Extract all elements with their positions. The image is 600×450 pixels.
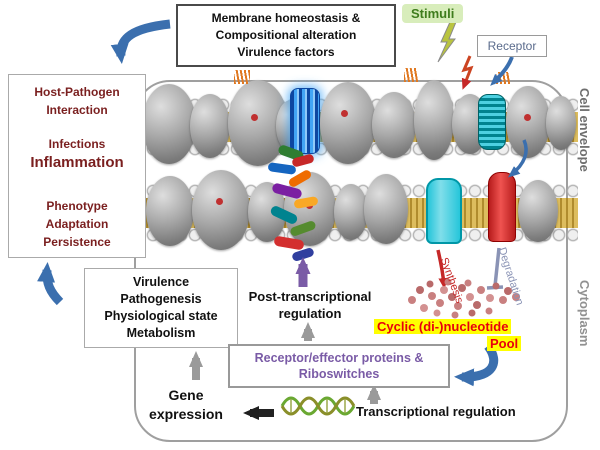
receptor-label: Receptor xyxy=(477,35,547,57)
membrane-protein xyxy=(142,84,196,164)
box-line: Pathogenesis xyxy=(120,292,202,306)
red-degradase-protein xyxy=(488,172,516,242)
membrane-protein xyxy=(190,94,230,158)
stimuli-label: Stimuli xyxy=(402,4,464,23)
label-line: Post-transcriptional xyxy=(248,289,372,304)
cytoplasm-label: Cytoplasm xyxy=(577,280,592,347)
gene-expression-label: Gene expression xyxy=(138,386,234,424)
ribbon-protein-structures xyxy=(258,143,338,266)
surface-glycan xyxy=(404,68,418,82)
post-transcriptional-label: Post-transcriptional regulation xyxy=(228,288,392,322)
box-line: Virulence factors xyxy=(237,45,335,59)
ribbon-segment xyxy=(269,204,299,226)
box-line: Phenotype xyxy=(46,199,108,213)
box-line: Physiological state xyxy=(104,309,218,323)
box-line: Virulence xyxy=(132,275,190,289)
membrane-protein xyxy=(320,82,376,164)
box-line: Infections xyxy=(48,137,106,151)
ribbon-segment xyxy=(271,182,303,200)
receptor-effector-box: Receptor/effector proteins & Riboswitche… xyxy=(228,344,450,388)
nucleotide-pool-label: Cyclic (di-)nucleotide xyxy=(374,319,512,334)
membrane-protein xyxy=(546,96,576,150)
membrane-protein xyxy=(414,80,454,160)
ribbon-segment xyxy=(273,235,305,251)
box-line: Persistence xyxy=(43,235,111,249)
surface-glycan xyxy=(496,72,510,84)
membrane-protein xyxy=(364,174,408,244)
cell-boundary xyxy=(134,80,568,442)
nucleotide-pool-label: Pool xyxy=(487,336,522,351)
blue-arrow-topbox-to-hostbox xyxy=(110,19,171,64)
red-dot xyxy=(251,114,258,121)
membrane-protein xyxy=(372,92,416,158)
outer-membrane xyxy=(142,68,578,170)
box-line: Metabolism xyxy=(126,326,196,340)
transcriptional-regulation-label: Transcriptional regulation xyxy=(356,404,516,419)
cell-envelope-label: Cell envelope xyxy=(577,88,592,172)
box-line: Compositional alteration xyxy=(215,28,357,42)
blue-channel-protein xyxy=(290,88,320,154)
membrane-protein xyxy=(334,184,368,240)
label-line: regulation xyxy=(278,306,342,321)
inner-membrane xyxy=(146,170,578,256)
cyan-synthase-protein xyxy=(426,178,462,244)
red-dot xyxy=(341,110,348,117)
box-line: Receptor/effector proteins & xyxy=(254,351,424,365)
box-line: Riboswitches xyxy=(298,367,380,381)
box-line: Adaptation xyxy=(45,217,109,231)
membrane-protein xyxy=(192,170,250,250)
label-line: expression xyxy=(149,406,223,422)
membrane-protein xyxy=(146,176,194,246)
red-dot xyxy=(216,198,223,205)
stimuli-lightning-icon xyxy=(437,21,457,63)
blue-arrow-virulence-to-hostbox xyxy=(37,262,64,306)
host-pathogen-box: Host-Pathogen Interaction Infections Inf… xyxy=(8,74,146,258)
red-dot xyxy=(524,114,531,121)
virulence-box: Virulence Pathogenesis Physiological sta… xyxy=(84,268,238,348)
box-line: Membrane homeostasis & xyxy=(211,11,361,25)
box-line: Inflammation xyxy=(30,154,124,171)
label-line: Gene xyxy=(168,387,204,403)
teal-coil-protein xyxy=(478,94,506,150)
box-line: Host-Pathogen xyxy=(34,85,120,99)
membrane-protein xyxy=(518,180,558,242)
membrane-protein xyxy=(506,86,550,158)
membrane-homeostasis-box: Membrane homeostasis & Compositional alt… xyxy=(176,4,396,67)
surface-glycan xyxy=(234,70,250,84)
box-line: Interaction xyxy=(46,103,108,117)
